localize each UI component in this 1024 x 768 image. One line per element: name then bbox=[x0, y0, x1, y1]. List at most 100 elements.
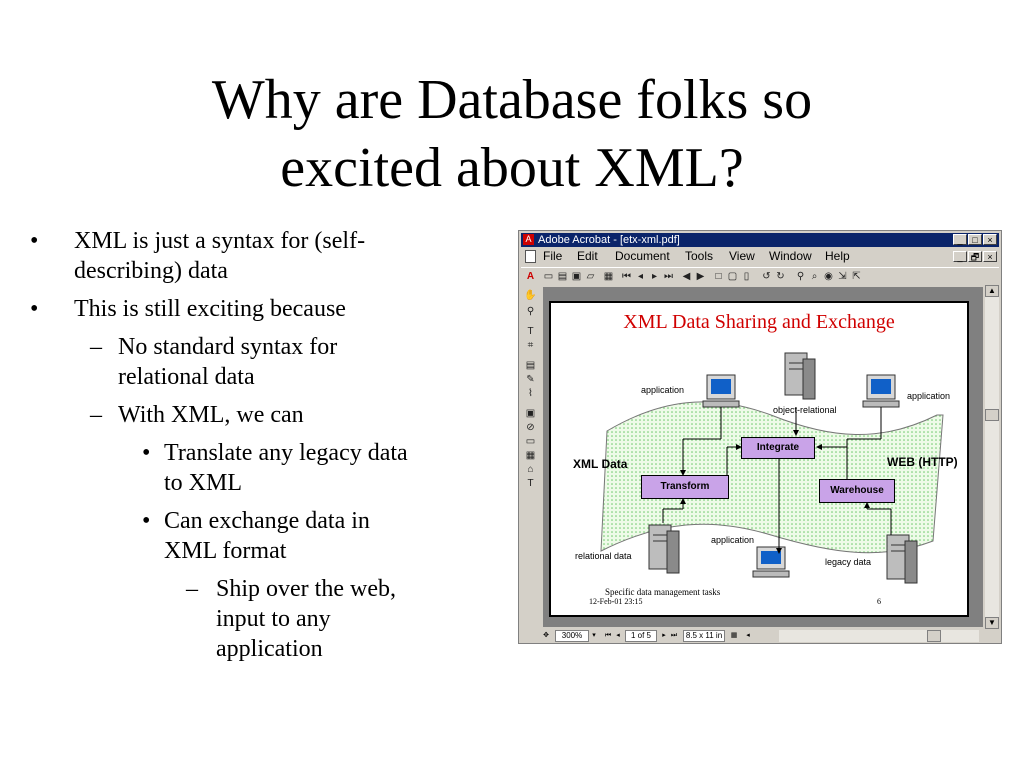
menu-window[interactable]: Window bbox=[769, 249, 812, 263]
document-icon[interactable] bbox=[525, 250, 536, 263]
vertical-scrollbar[interactable]: ▲ ▼ bbox=[985, 285, 999, 629]
hand-icon[interactable]: ✋ bbox=[524, 290, 537, 301]
integrate-box: Integrate bbox=[741, 437, 815, 459]
bullet-item: • XML is just a syntax for (self- descri… bbox=[30, 226, 365, 286]
crop-icon[interactable]: ⌗ bbox=[527, 340, 534, 351]
toolbar: A ▭ ▤ ▣ ▱ ▦ ⏮ ◂ ▸ ⏭ ◀ ▶ □ ▢ ▯ ↺ ↻ ⚲ ⌕ ◉ … bbox=[521, 267, 999, 286]
find-icon[interactable]: ⚲ bbox=[796, 271, 805, 282]
form-icon[interactable]: ▣ bbox=[525, 408, 536, 419]
diagram-graphics bbox=[600, 352, 944, 584]
horizontal-scrollbar[interactable] bbox=[779, 630, 979, 642]
rotate-left-icon[interactable]: ↺ bbox=[762, 271, 771, 282]
link-icon[interactable]: ⊘ bbox=[526, 422, 535, 433]
sub-bullet-item: – No standard syntax for relational data bbox=[90, 332, 337, 392]
zoom-tool-icon[interactable]: ✥ bbox=[543, 632, 549, 639]
touchup-text-icon[interactable]: ▦ bbox=[525, 450, 536, 461]
pencil-icon[interactable]: ✎ bbox=[526, 374, 535, 385]
go-back-icon[interactable]: ◀ bbox=[682, 271, 691, 282]
email-icon[interactable]: ▱ bbox=[586, 271, 595, 282]
menu-tools[interactable]: Tools bbox=[685, 249, 714, 263]
menu-view[interactable]: View bbox=[729, 249, 755, 263]
doc-minimize-button[interactable]: _ bbox=[953, 251, 967, 262]
computer-icon-left bbox=[702, 374, 740, 408]
horizontal-scroll-thumb[interactable] bbox=[927, 630, 941, 642]
article-icon[interactable]: T bbox=[527, 478, 534, 489]
footer-page-number: 6 bbox=[877, 597, 881, 606]
sub-bullet-item: – With XML, we can bbox=[90, 400, 304, 430]
open-icon[interactable]: ▭ bbox=[543, 271, 554, 282]
bullet-marker: • bbox=[142, 508, 151, 534]
zoom-dropdown-icon[interactable]: ▾ bbox=[592, 632, 596, 639]
prev-page-icon[interactable]: ◂ bbox=[637, 271, 644, 282]
scroll-up-icon[interactable]: ▲ bbox=[985, 285, 999, 297]
bullet-marker: • bbox=[30, 228, 39, 254]
movie-icon[interactable]: ▭ bbox=[525, 436, 536, 447]
label-legacy-data: legacy data bbox=[825, 557, 872, 567]
status-last-page-icon[interactable]: ⏭ bbox=[670, 632, 678, 639]
rotate-right-icon[interactable]: ↻ bbox=[776, 271, 785, 282]
menu-bar: File Edit Document Tools View Window Hel… bbox=[521, 248, 999, 265]
doc-restore-button[interactable]: 🗗 bbox=[968, 251, 982, 262]
next-page-icon[interactable]: ▸ bbox=[651, 271, 658, 282]
zoom-level-field[interactable]: 300% bbox=[555, 630, 589, 642]
import-icon[interactable]: ⇲ bbox=[838, 271, 847, 282]
menu-edit[interactable]: Edit bbox=[577, 249, 598, 263]
sub-sub-bullet-item: • Can exchange data in XML format bbox=[142, 506, 370, 566]
text-select-icon[interactable]: T bbox=[527, 326, 534, 337]
highlight-icon[interactable]: ⌇ bbox=[528, 388, 533, 399]
last-page-icon[interactable]: ⏭ bbox=[664, 271, 673, 282]
first-page-icon[interactable]: ⏮ bbox=[622, 271, 631, 282]
menu-document[interactable]: Document bbox=[615, 249, 670, 263]
zoom-icon[interactable]: ⚲ bbox=[526, 306, 535, 317]
server-icon-top bbox=[784, 352, 816, 400]
bullet-text-line: With XML, we can bbox=[118, 402, 304, 428]
scroll-left-icon[interactable]: ◂ bbox=[746, 632, 750, 639]
export-icon[interactable]: ⇱ bbox=[852, 271, 861, 282]
bullet-text-line: No standard syntax for bbox=[118, 334, 338, 360]
sub-bullet-marker: – bbox=[90, 402, 102, 428]
bullet-text-line: Can exchange data in bbox=[164, 508, 370, 534]
scroll-down-icon[interactable]: ▼ bbox=[985, 617, 999, 629]
touchup-object-icon[interactable]: ⌂ bbox=[527, 464, 534, 475]
status-bar: ✥ 300% ▾ ⏮ ◂ 1 of 5 ▸ ⏭ 8.5 x 11 in ▦ ◂ bbox=[521, 629, 999, 643]
label-application-right: application bbox=[907, 391, 951, 401]
scroll-thumb[interactable] bbox=[985, 409, 999, 421]
slide-title-line-1: Why are Database folks so bbox=[211, 69, 813, 131]
slide-title: Why are Database folks so excited about … bbox=[0, 66, 1024, 202]
go-forward-icon[interactable]: ▶ bbox=[696, 271, 705, 282]
menu-file[interactable]: File bbox=[543, 249, 563, 263]
status-prev-page-icon[interactable]: ◂ bbox=[616, 632, 620, 639]
status-first-page-icon[interactable]: ⏮ bbox=[604, 632, 612, 639]
maximize-button[interactable]: □ bbox=[968, 234, 982, 245]
note-icon[interactable]: ▤ bbox=[525, 360, 536, 371]
bullet-text-line: to XML bbox=[164, 470, 242, 496]
pdf-page: XML Data Sharing and Exchange applicatio… bbox=[549, 301, 969, 617]
window-title: Adobe Acrobat - [etx-xml.pdf] bbox=[538, 234, 680, 246]
actual-size-icon[interactable]: □ bbox=[715, 271, 722, 282]
save-icon[interactable]: ▣ bbox=[571, 271, 582, 282]
sub-sub-sub-bullet-item: – Ship over the web, input to any applic… bbox=[186, 574, 396, 664]
window-titlebar[interactable]: A Adobe Acrobat - [etx-xml.pdf] _ □ × bbox=[521, 233, 999, 247]
label-xml-data: XML Data bbox=[573, 457, 628, 471]
diagram-title: XML Data Sharing and Exchange bbox=[623, 311, 895, 333]
menu-help[interactable]: Help bbox=[825, 249, 850, 263]
sub-bullet-marker: – bbox=[90, 334, 102, 360]
bullet-marker: • bbox=[142, 440, 151, 466]
doc-close-button[interactable]: × bbox=[983, 251, 997, 262]
fit-page-icon[interactable]: ▢ bbox=[727, 271, 738, 282]
minimize-button[interactable]: _ bbox=[953, 234, 967, 245]
print-icon[interactable]: ▤ bbox=[557, 271, 568, 282]
document-view[interactable]: XML Data Sharing and Exchange applicatio… bbox=[543, 287, 983, 627]
web-link-icon[interactable]: ◉ bbox=[824, 271, 833, 282]
page-number-field[interactable]: 1 of 5 bbox=[625, 630, 657, 642]
status-next-page-icon[interactable]: ▸ bbox=[662, 632, 666, 639]
page-layout-icon[interactable]: ▦ bbox=[730, 632, 738, 639]
sub-bullet-marker: – bbox=[186, 576, 198, 602]
bullet-text-line: application bbox=[216, 636, 323, 662]
fit-width-icon[interactable]: ▯ bbox=[743, 271, 750, 282]
close-button[interactable]: × bbox=[983, 234, 997, 245]
page-size-field: 8.5 x 11 in bbox=[683, 630, 725, 642]
search-icon[interactable]: ⌕ bbox=[811, 271, 818, 282]
server-icon-bottom-left bbox=[648, 524, 680, 574]
thumbnails-icon[interactable]: ▦ bbox=[603, 271, 614, 282]
